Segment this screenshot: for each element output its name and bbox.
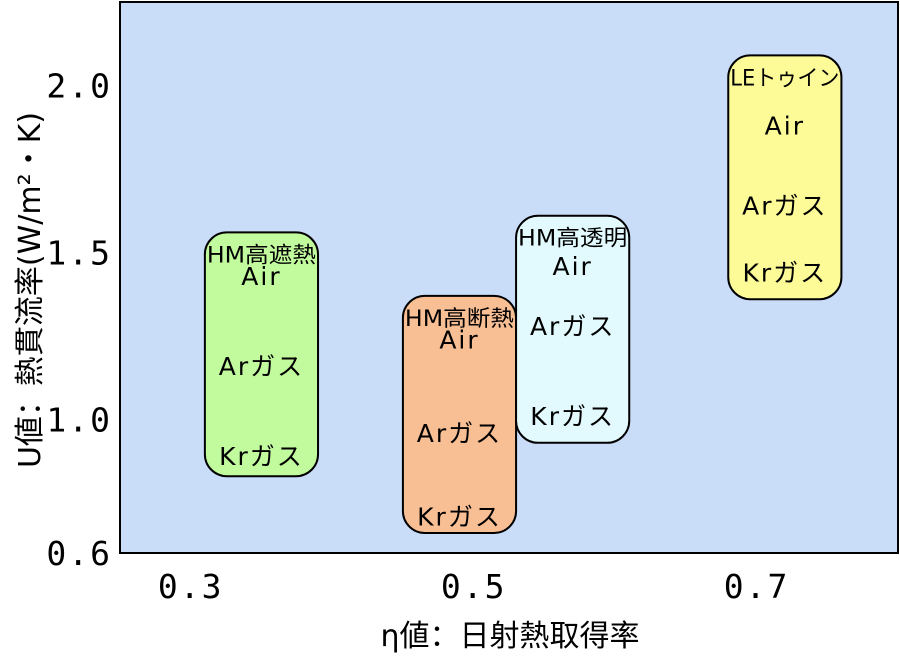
x-tick-label: 0.7: [724, 567, 790, 606]
y-tick-label: 1.5: [46, 233, 112, 272]
group-point-label: Krガス: [219, 442, 304, 471]
group-point-label: Arガス: [417, 419, 502, 448]
group-name: HM高透明: [518, 227, 627, 252]
y-tick-label: 1.0: [46, 400, 112, 439]
x-tick-label: 0.5: [441, 567, 507, 606]
group-point-label: Arガス: [742, 192, 827, 221]
group-box: [203, 231, 320, 478]
group-point-label: Air: [765, 112, 805, 141]
group-point-label: Air: [241, 262, 281, 291]
y-tick-label: 0.6: [46, 534, 112, 573]
y-axis-ticks: 0.6 1.0 1.5 2.0: [46, 66, 112, 573]
x-axis-ticks: 0.3 0.5 0.7: [158, 567, 790, 606]
y-tick-label: 2.0: [46, 66, 112, 105]
group-name: HM高断熱: [405, 307, 514, 332]
group-point-label: Krガス: [530, 402, 615, 431]
group-point-label: Krガス: [742, 258, 827, 287]
x-tick-label: 0.3: [158, 567, 224, 606]
x-axis-label: η値：日射熱取得率: [380, 619, 639, 654]
group-boxes: HM高遮熱AirArガスKrガスHM高断熱AirArガスKrガスHM高透明Air…: [203, 54, 843, 534]
group-point-label: Air: [439, 325, 479, 354]
group-box: [727, 54, 843, 301]
group-point-label: Krガス: [417, 502, 502, 531]
group-box: [515, 214, 631, 444]
y-axis-label: U値：熱貫流率(W/m²・K): [13, 112, 48, 468]
group-point-label: Air: [552, 252, 592, 281]
group-point-label: Arガス: [530, 312, 615, 341]
group-name: LEトゥイン: [730, 66, 839, 91]
group-name: HM高遮熱: [207, 243, 316, 268]
group-point-label: Arガス: [219, 352, 304, 381]
